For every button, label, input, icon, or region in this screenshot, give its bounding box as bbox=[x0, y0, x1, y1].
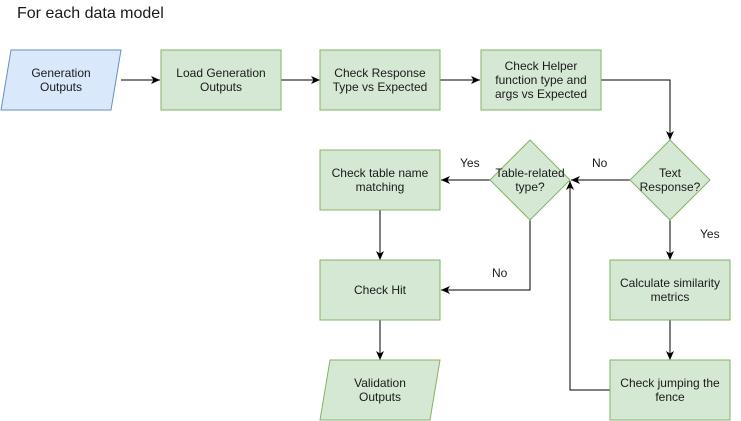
node-label-text-response-line-1: Text bbox=[659, 166, 682, 180]
node-shape-validation-outputs bbox=[319, 359, 441, 421]
node-label-check-table-name-line-2: matching bbox=[356, 180, 405, 194]
node-label-table-related-type-line-2: type? bbox=[515, 180, 545, 194]
node-label-load-generation-outputs-line-1: Load Generation bbox=[176, 66, 265, 80]
node-label-calculate-similarity-line-2: metrics bbox=[651, 290, 690, 304]
node-label-table-related-type-line-1: Table-related bbox=[495, 166, 564, 180]
node-label-check-jumping-fence-line-2: fence bbox=[655, 390, 685, 404]
node-label-load-generation-outputs-line-2: Outputs bbox=[200, 80, 242, 94]
node-label-check-helper-function-line-2: function type and bbox=[495, 73, 586, 87]
node-shape-check-hit bbox=[319, 259, 441, 321]
edge-label-yes-text-response: Yes bbox=[700, 227, 720, 241]
node-shape-check-helper-function bbox=[480, 49, 602, 111]
diagram-title: For each data model bbox=[17, 5, 164, 22]
node-shape-check-jumping-fence bbox=[609, 359, 731, 421]
node-shape-check-table-name bbox=[319, 149, 441, 211]
node-label-generation-outputs-line-1: Generation bbox=[31, 66, 90, 80]
node-shape-calculate-similarity bbox=[609, 259, 731, 321]
node-label-check-table-name-line-1: Check table name bbox=[332, 166, 429, 180]
edge-table-related-type-to-check-hit bbox=[441, 220, 531, 294]
node-shape-load-generation-outputs bbox=[160, 49, 282, 111]
edge-label-no-table-related: No bbox=[492, 266, 508, 280]
node-label-validation-outputs-line-1: Validation bbox=[354, 376, 406, 390]
edges-layer bbox=[121, 76, 674, 391]
node-label-check-response-type-line-1: Check Response bbox=[334, 66, 426, 80]
node-label-check-response-type-line-2: Type vs Expected bbox=[333, 80, 428, 94]
edge-label-no-text-response: No bbox=[592, 156, 608, 170]
node-shape-generation-outputs bbox=[0, 49, 122, 111]
node-label-check-helper-function-line-1: Check Helper bbox=[505, 59, 578, 73]
node-label-calculate-similarity-line-1: Calculate similarity bbox=[620, 276, 720, 290]
node-label-check-helper-function-line-3: args vs Expected bbox=[495, 87, 587, 101]
node-label-check-jumping-fence-line-1: Check jumping the bbox=[620, 376, 720, 390]
node-label-validation-outputs-line-2: Outputs bbox=[359, 390, 401, 404]
node-shape-check-response-type bbox=[319, 49, 441, 111]
node-shape-text-response bbox=[629, 139, 711, 221]
edge-check-jumping-fence-to-table-related-type bbox=[566, 181, 610, 391]
node-label-generation-outputs-line-2: Outputs bbox=[40, 80, 82, 94]
edge-label-yes-table-related: Yes bbox=[460, 156, 480, 170]
node-label-check-hit-line-1: Check Hit bbox=[354, 283, 407, 297]
node-check-hit: Check Hit bbox=[319, 259, 441, 321]
edge-check-helper-function-to-text-response bbox=[601, 79, 674, 140]
node-label-text-response-line-2: Response? bbox=[640, 180, 701, 194]
node-shape-table-related-type bbox=[489, 139, 571, 221]
